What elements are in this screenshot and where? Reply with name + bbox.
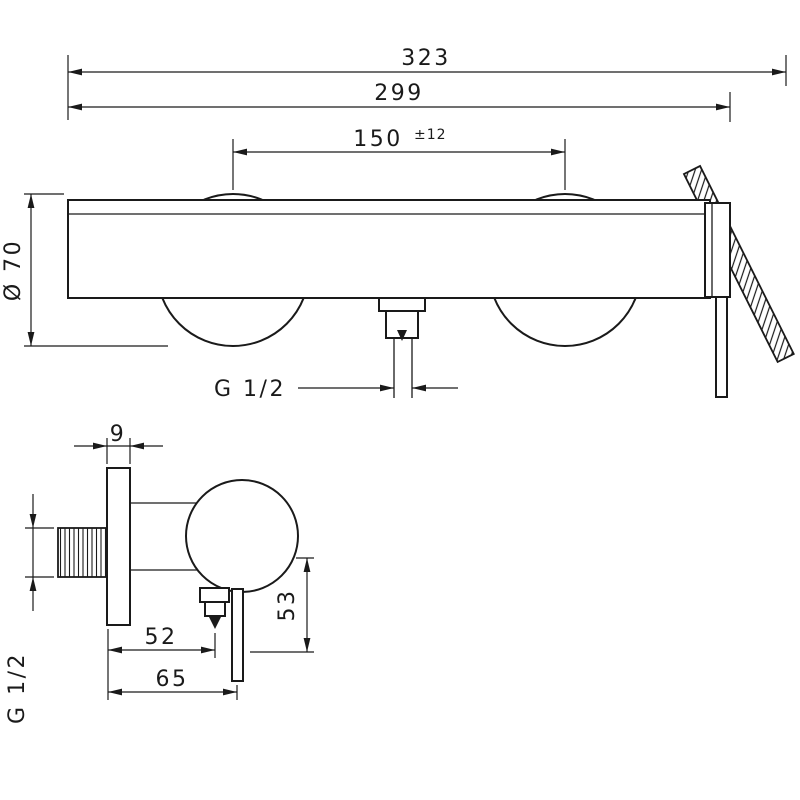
dim-outlet-thread-label: G 1/2 [214, 377, 286, 402]
dim-spacing-tolerance-label: ±12 [414, 127, 447, 143]
dim-flange-thickness-label: 9 [110, 422, 127, 447]
dim-spacing-label: 150 [353, 127, 403, 152]
dim-escutcheon-diameter-label: Ø 70 [1, 239, 26, 301]
outlet-fitting-side-step1 [199, 587, 230, 603]
front-view-dimensions [24, 55, 787, 392]
dim-handle-offset-label: 65 [156, 667, 189, 692]
dim-outlet-drop-label: 53 [275, 589, 300, 622]
handle-hub [704, 202, 731, 298]
handle-rod-front [715, 296, 728, 398]
wall-flange-side [106, 467, 131, 626]
side-view [57, 467, 299, 682]
outlet-fitting-side-step2 [204, 601, 226, 617]
body-circle-side [185, 479, 299, 593]
flow-arrow-icon [397, 330, 407, 341]
handle-rod-side [231, 588, 244, 682]
dim-inlet-thread-label: G 1/2 [5, 652, 30, 724]
dim-total-width-label: 323 [401, 46, 451, 71]
outlet-fitting-step1 [378, 297, 426, 312]
side-view-dimensions [25, 438, 314, 700]
flow-arrow-side-icon [209, 617, 221, 629]
mixer-body-bar [67, 199, 711, 299]
inlet-nipple-threaded [57, 527, 108, 578]
dim-body-width-label: 299 [374, 81, 424, 106]
front-view [67, 164, 795, 398]
dimension-labels: 323 299 150 ±12 Ø 70 G 1/2 9 G 1/2 52 65… [1, 46, 451, 724]
dim-outlet-offset-label: 52 [145, 625, 178, 650]
